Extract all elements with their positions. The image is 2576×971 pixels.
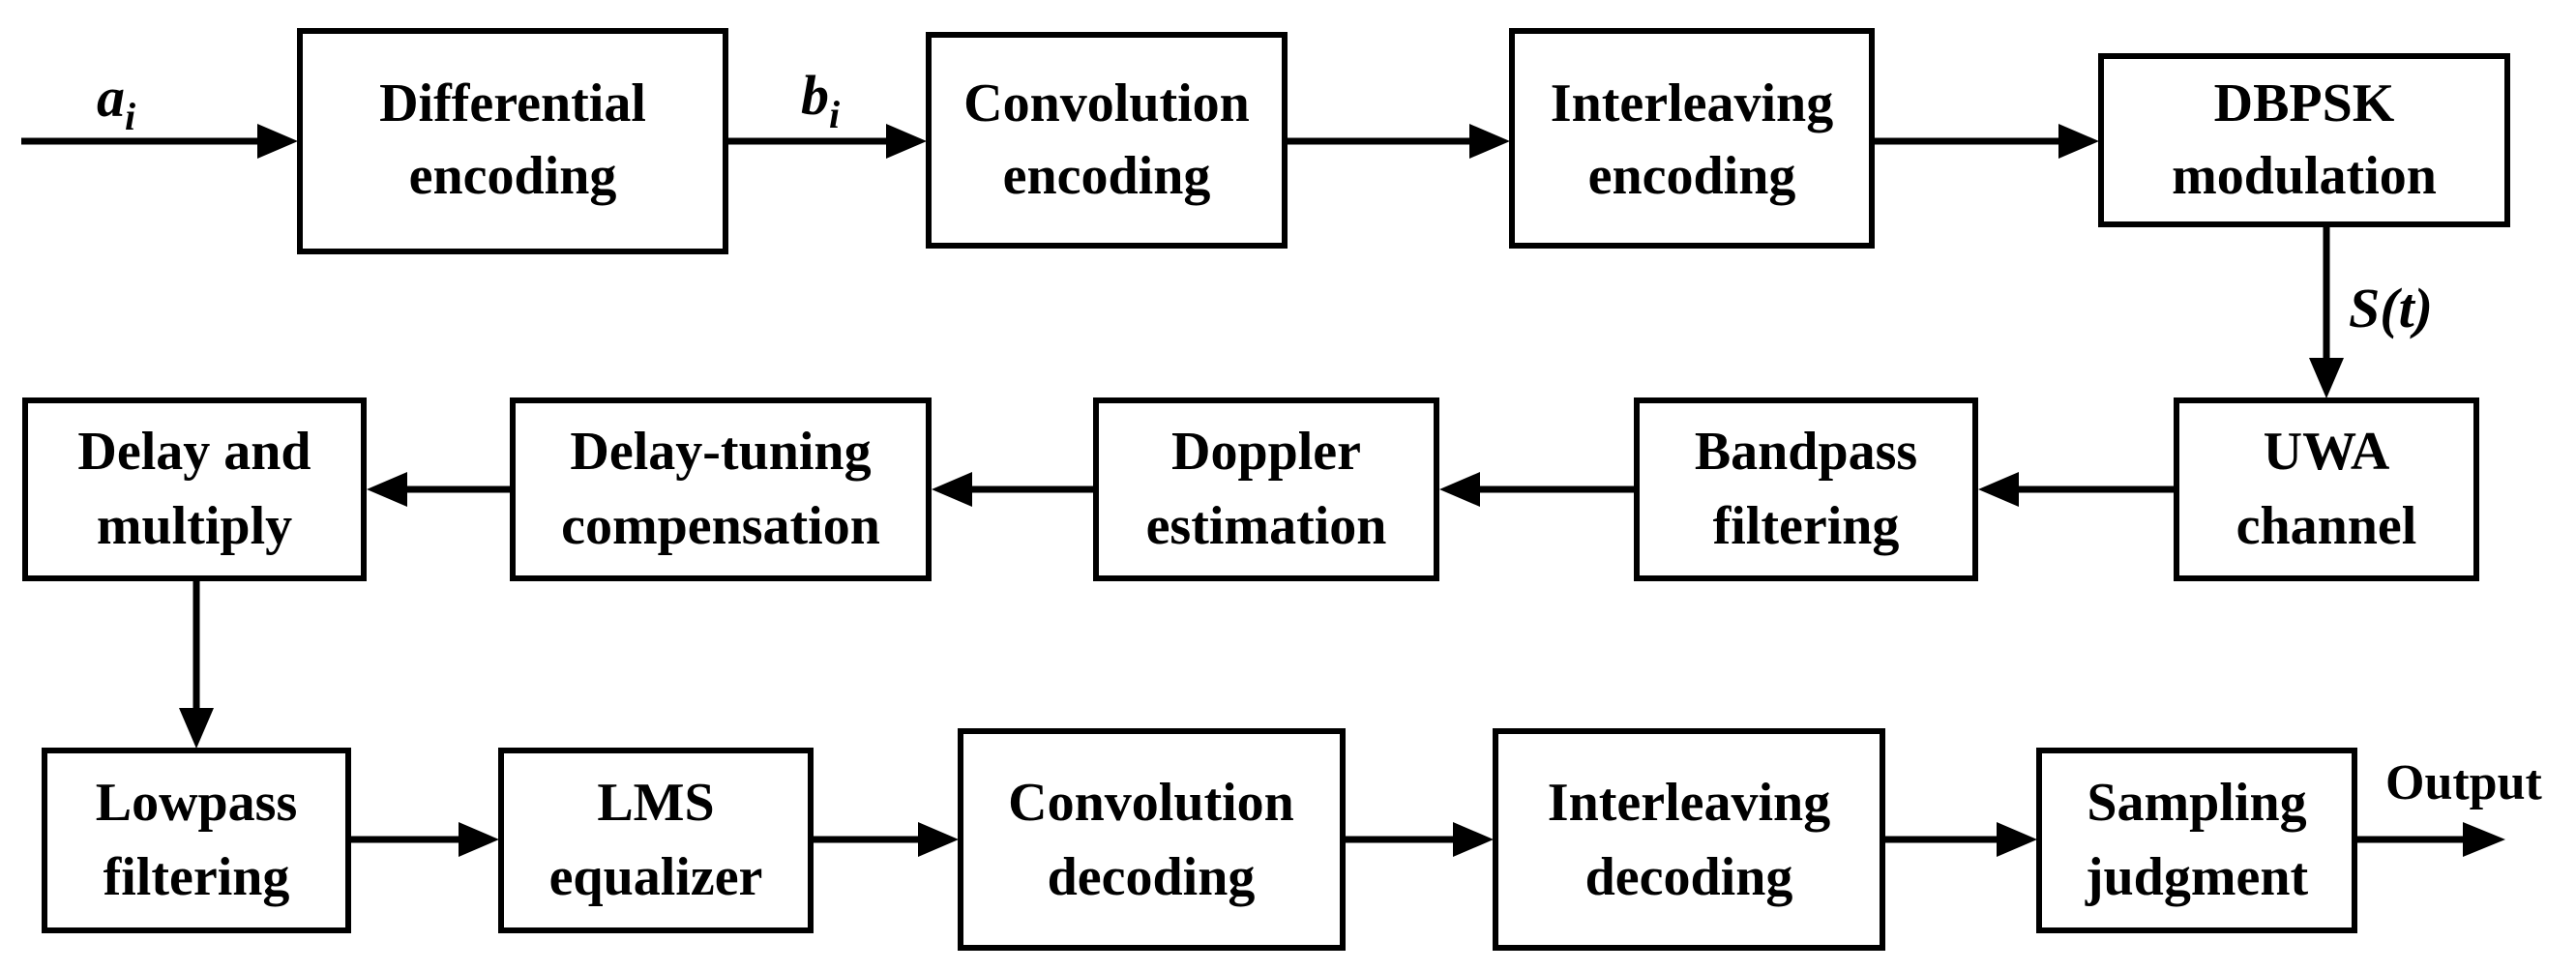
block-differential-encoding-line2: encoding — [409, 146, 617, 206]
arrow-input-to-differential — [21, 124, 298, 159]
arrow-convolution-to-interleaving — [1288, 124, 1510, 159]
arrow-delay-multiply-to-lowpass — [179, 581, 214, 749]
block-sampling-judgment: Sampling judgment — [2036, 748, 2357, 933]
block-interleaving-decoding: Interleaving decoding — [1493, 728, 1885, 951]
signal-label-differential-output: bi — [801, 64, 840, 136]
arrow-uwa-to-bandpass — [1978, 472, 2174, 507]
block-differential-encoding: Differential encoding — [297, 28, 728, 254]
block-lms-equalizer-line2: equalizer — [549, 847, 763, 907]
arrow-bandpass-to-doppler — [1439, 472, 1634, 507]
arrow-interleaving-to-dbpsk — [1875, 124, 2099, 159]
block-doppler-estimation: Doppler estimation — [1093, 397, 1439, 581]
block-delay-and-multiply: Delay and multiply — [22, 397, 367, 581]
block-differential-encoding-line1: Differential — [379, 74, 646, 133]
block-convolution-decoding-line1: Convolution — [1008, 773, 1294, 833]
block-dbpsk-modulation: DBPSK modulation — [2098, 53, 2510, 227]
block-lms-equalizer: LMS equalizer — [498, 748, 814, 933]
block-sampling-judgment-line2: judgment — [2085, 847, 2309, 907]
arrow-sampling-to-output — [2357, 822, 2505, 857]
block-convolution-encoding-line1: Convolution — [963, 74, 1250, 133]
block-dbpsk-modulation-line1: DBPSK — [2214, 74, 2395, 133]
block-delay-and-multiply-line2: multiply — [97, 496, 292, 556]
arrow-convolution-to-interleaving-decoding — [1346, 822, 1494, 857]
arrow-lms-to-convolution-decoding — [814, 822, 959, 857]
arrow-doppler-to-delay-tuning — [932, 472, 1093, 507]
block-lowpass-filtering-line2: filtering — [104, 847, 290, 907]
signal-label-modulated: S(t) — [2349, 277, 2433, 339]
block-interleaving-decoding-line1: Interleaving — [1548, 773, 1830, 833]
arrow-lowpass-to-lms — [351, 822, 499, 857]
arrow-differential-to-convolution — [728, 124, 927, 159]
block-interleaving-decoding-line2: decoding — [1585, 847, 1793, 907]
block-lowpass-filtering-line1: Lowpass — [96, 773, 298, 833]
block-dbpsk-modulation-line2: modulation — [2172, 146, 2437, 206]
signal-label-input: ai — [97, 66, 135, 138]
block-interleaving-encoding-line2: encoding — [1588, 146, 1796, 206]
block-uwa-channel-line2: channel — [2236, 496, 2417, 556]
block-delay-and-multiply-line1: Delay and — [77, 422, 311, 482]
arrow-interleaving-to-sampling — [1885, 822, 2037, 857]
block-delay-tuning-compensation: Delay-tuning compensation — [510, 397, 932, 581]
block-convolution-decoding-line2: decoding — [1048, 847, 1256, 907]
block-convolution-encoding: Convolution encoding — [926, 32, 1288, 249]
block-uwa-channel-line1: UWA — [2264, 422, 2390, 482]
block-lowpass-filtering: Lowpass filtering — [42, 748, 351, 933]
arrow-dbpsk-to-uwa — [2309, 227, 2344, 398]
block-bandpass-filtering: Bandpass filtering — [1634, 397, 1978, 581]
block-lms-equalizer-line1: LMS — [597, 773, 714, 833]
block-sampling-judgment-line1: Sampling — [2087, 773, 2306, 833]
block-doppler-estimation-line1: Doppler — [1171, 422, 1361, 482]
block-bandpass-filtering-line2: filtering — [1713, 496, 1900, 556]
block-interleaving-encoding-line1: Interleaving — [1551, 74, 1833, 133]
block-doppler-estimation-line2: estimation — [1146, 496, 1387, 556]
block-bandpass-filtering-line1: Bandpass — [1695, 422, 1917, 482]
block-delay-tuning-compensation-line1: Delay-tuning — [570, 422, 871, 482]
output-label: Output — [2385, 755, 2543, 810]
block-uwa-channel: UWA channel — [2174, 397, 2479, 581]
block-delay-tuning-compensation-line2: compensation — [561, 496, 880, 556]
block-convolution-encoding-line2: encoding — [1003, 146, 1211, 206]
arrow-delay-tuning-to-delay-multiply — [367, 472, 510, 507]
block-convolution-decoding: Convolution decoding — [958, 728, 1346, 951]
block-interleaving-encoding: Interleaving encoding — [1509, 28, 1875, 249]
